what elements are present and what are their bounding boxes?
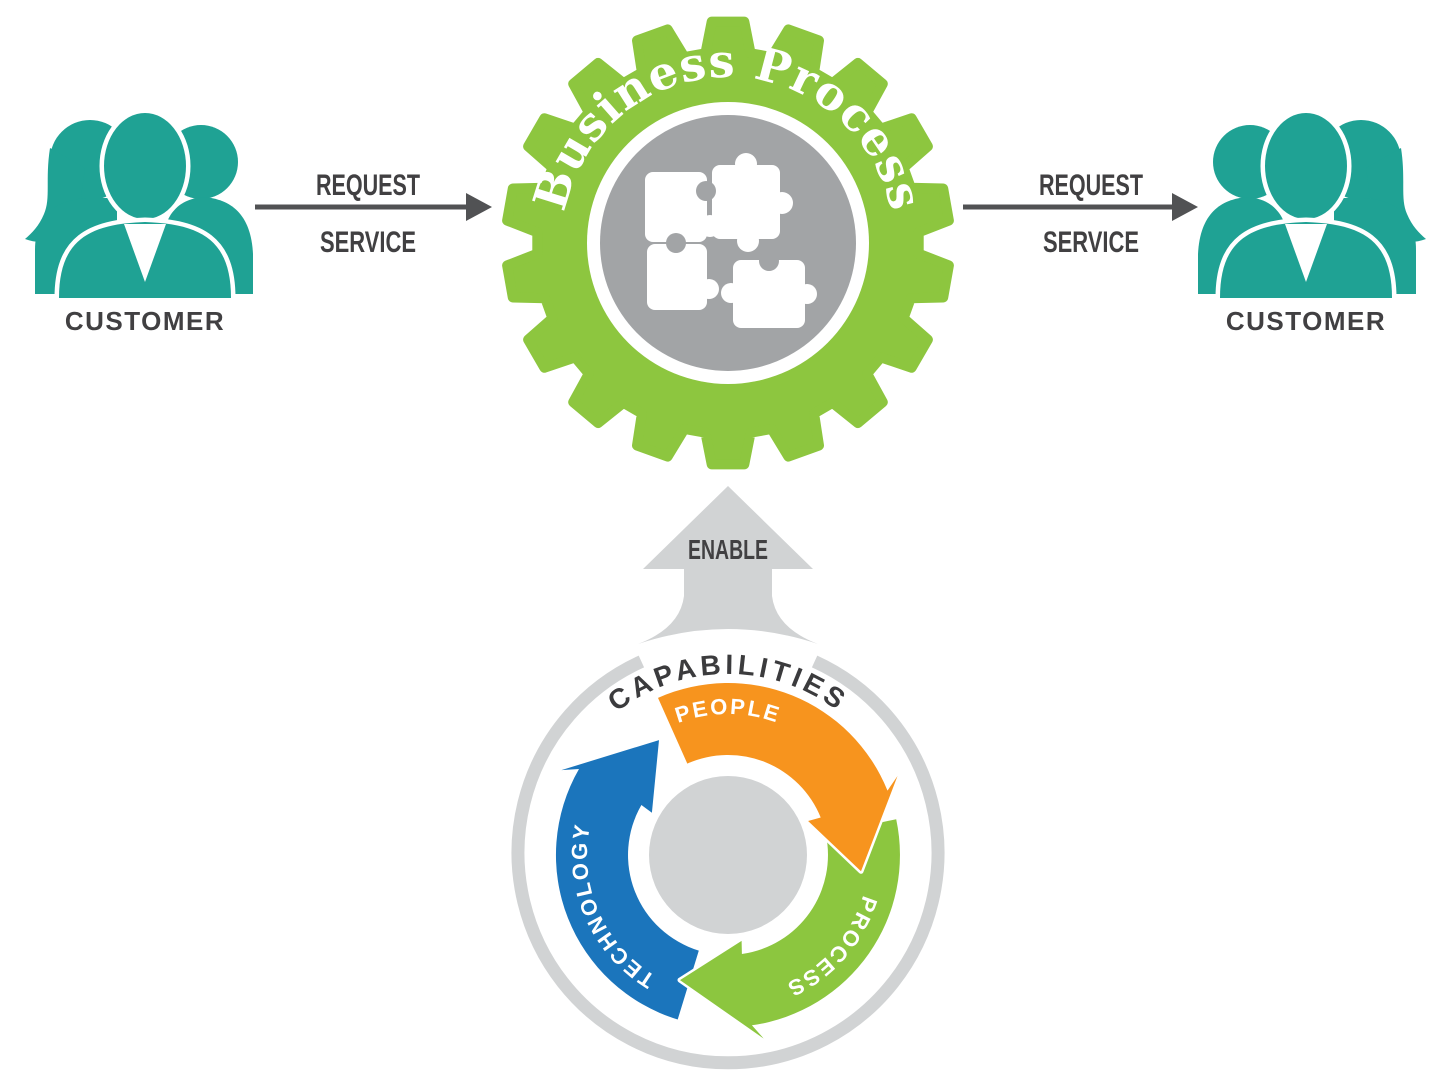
- arrow-head-icon: [466, 193, 492, 221]
- up-arrow-icon: [638, 486, 818, 644]
- request-label-left: REQUEST: [316, 169, 420, 202]
- service-label-right: SERVICE: [1043, 226, 1139, 259]
- circular-arrows-icon: [553, 680, 903, 1042]
- request-label-right: REQUEST: [1039, 169, 1143, 202]
- people-arrow: [655, 680, 900, 874]
- puzzle-pieces-icon: [645, 153, 817, 328]
- capabilities-ring: [511, 655, 945, 1070]
- process-arrow: [677, 816, 903, 1042]
- customer-right-icon: [1198, 113, 1426, 298]
- customer-left-label: CUSTOMER: [65, 306, 225, 336]
- enable-arrow: ENABLE: [638, 486, 818, 644]
- service-label-left: SERVICE: [320, 226, 416, 259]
- request-service-arrow-left: REQUEST SERVICE: [255, 169, 492, 259]
- business-process-gear: Business Process: [502, 16, 954, 470]
- request-service-arrow-right: REQUEST SERVICE: [963, 169, 1198, 259]
- gear-gray-disc: [600, 115, 856, 371]
- customer-right-label: CUSTOMER: [1226, 306, 1386, 336]
- customer-left-icon: [25, 113, 253, 298]
- technology-arrow: [553, 737, 702, 1022]
- cycle-center-disc: [649, 776, 807, 934]
- enable-label: ENABLE: [688, 534, 768, 565]
- capabilities-cycle: ENABLE CAPABILITIES PEOPLE PROCESS TECHN…: [511, 486, 945, 1070]
- arrow-head-icon: [1172, 193, 1198, 221]
